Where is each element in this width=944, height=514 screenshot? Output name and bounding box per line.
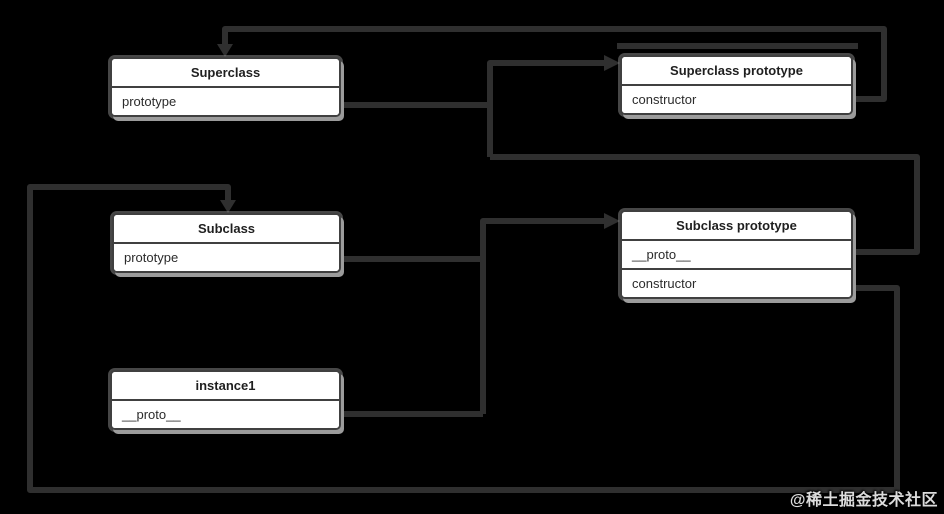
node-superclass-title: Superclass xyxy=(112,59,339,88)
node-subclass-row-prototype: prototype xyxy=(114,244,339,271)
node-instance1: instance1 __proto__ xyxy=(110,370,341,430)
node-subclass-prototype: Subclass prototype __proto__ constructor xyxy=(620,210,853,299)
arrow-into-superclass-prototype xyxy=(604,55,620,71)
node-subclass-prototype-row-constructor: constructor xyxy=(622,268,851,297)
edge-constructor-to-superclass xyxy=(222,26,887,102)
node-superclass: Superclass prototype xyxy=(110,57,341,117)
node-superclass-prototype: Superclass prototype constructor xyxy=(620,55,853,115)
edge-constructor-to-subclass xyxy=(27,184,900,493)
node-superclass-prototype-row-constructor: constructor xyxy=(622,86,851,113)
node-subclass-prototype-title: Subclass prototype xyxy=(622,212,851,241)
node-subclass-title: Subclass xyxy=(114,215,339,244)
watermark: @稀土掘金技术社区 xyxy=(789,492,938,509)
edge-into-superclass-prototype xyxy=(487,60,605,157)
arrow-into-subclass xyxy=(220,200,236,213)
node-instance1-title: instance1 xyxy=(112,372,339,401)
node-subclass: Subclass prototype xyxy=(112,213,341,273)
edge-into-subclass-prototype xyxy=(480,218,605,414)
arrow-into-subclass-prototype xyxy=(604,213,620,229)
node-superclass-prototype-title: Superclass prototype xyxy=(622,57,851,86)
arrow-into-superclass xyxy=(217,44,233,57)
node-subclass-prototype-row-proto: __proto__ xyxy=(622,241,851,268)
node-instance1-row-proto: __proto__ xyxy=(112,401,339,428)
node-superclass-row-prototype: prototype xyxy=(112,88,339,115)
edge-subclassproto-proto-out xyxy=(490,154,920,255)
